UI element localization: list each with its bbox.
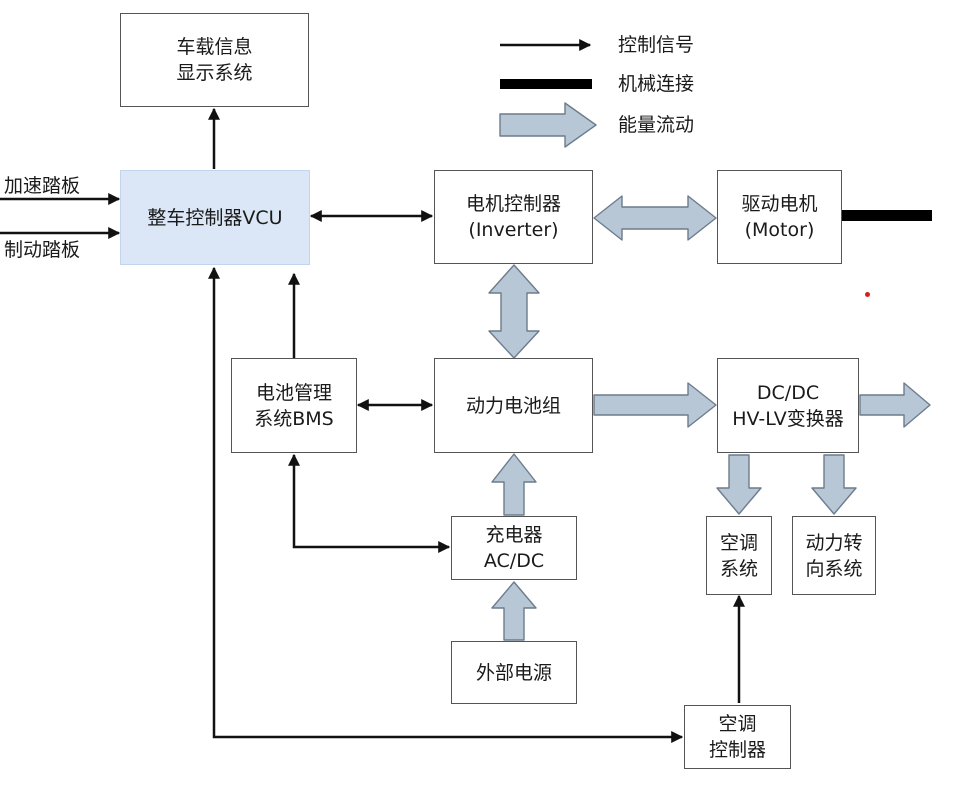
block-charger-line1: 充电器 <box>485 524 543 546</box>
block-vcu-line1: 整车控制器VCU <box>147 206 283 229</box>
block-dcdc-line1: DC/DC <box>756 381 820 404</box>
energy-arrow-dcdc-out <box>859 382 931 428</box>
energy-arrow-power-charger <box>491 581 537 641</box>
signal-charger-bms <box>288 453 451 553</box>
block-display-line2: 显示系统 <box>176 62 253 84</box>
block-vcu: 整车控制器VCU <box>120 170 310 265</box>
block-steering-line2: 向系统 <box>805 557 863 580</box>
block-aircon-system: 空调 系统 <box>706 516 772 595</box>
mechanical-link-motor-output <box>842 210 932 221</box>
block-motor: 驱动电机 (Motor) <box>717 170 842 264</box>
block-inverter-line1: 电机控制器 <box>465 193 561 215</box>
block-charger-line2: AC/DC <box>483 550 545 572</box>
block-charger: 充电器 AC/DC <box>451 516 577 580</box>
block-display-system: 车载信息 显示系统 <box>120 13 309 107</box>
block-dcdc-line2: HV-LV变换器 <box>732 407 844 430</box>
energy-arrow-charger-battery <box>491 453 537 516</box>
block-aircon-controller-line2: 控制器 <box>708 739 766 761</box>
legend-mechanical-link-bar <box>500 79 592 89</box>
block-inverter: 电机控制器 (Inverter) <box>434 170 593 264</box>
block-steering-line1: 动力转 <box>805 531 863 554</box>
block-bms-line1: 电池管理 <box>255 381 332 404</box>
block-bms: 电池管理 系统BMS <box>231 358 357 453</box>
block-aircon-controller: 空调 控制器 <box>684 705 791 769</box>
block-motor-line1: 驱动电机 <box>741 193 818 215</box>
block-power-steering: 动力转 向系统 <box>792 516 876 595</box>
block-aircon-line2: 系统 <box>719 557 758 580</box>
input-label-brake: 制动踏板 <box>4 239 81 261</box>
energy-arrow-inverter-motor <box>593 195 717 241</box>
block-dcdc: DC/DC HV-LV变换器 <box>717 358 859 453</box>
block-aircon-line1: 空调 <box>719 531 758 554</box>
block-aircon-controller-line1: 空调 <box>718 713 757 735</box>
energy-arrow-dcdc-steering <box>811 454 857 515</box>
legend-label-energy-flow: 能量流动 <box>618 114 695 136</box>
input-label-accelerator: 加速踏板 <box>4 175 81 197</box>
block-motor-line2: (Motor) <box>744 219 815 241</box>
energy-arrow-battery-dcdc <box>593 382 717 428</box>
energy-arrow-dcdc-aircon <box>716 454 762 515</box>
block-external-power: 外部电源 <box>451 641 577 704</box>
block-inverter-line2: (Inverter) <box>468 219 559 241</box>
block-bms-line2: 系统BMS <box>254 407 334 430</box>
legend-label-mechanical-link: 机械连接 <box>618 73 695 95</box>
block-display-line1: 车载信息 <box>176 36 253 58</box>
legend-label-control-signal: 控制信号 <box>618 34 695 56</box>
signal-aircon-controller-vcu <box>208 266 684 743</box>
block-battery-line1: 动力电池组 <box>465 394 561 417</box>
block-external-power-line1: 外部电源 <box>475 661 552 684</box>
block-battery-pack: 动力电池组 <box>434 358 593 453</box>
legend-energy-flow-arrow <box>499 102 597 148</box>
energy-arrow-inverter-battery <box>488 264 540 359</box>
red-dot-mark <box>865 292 870 297</box>
